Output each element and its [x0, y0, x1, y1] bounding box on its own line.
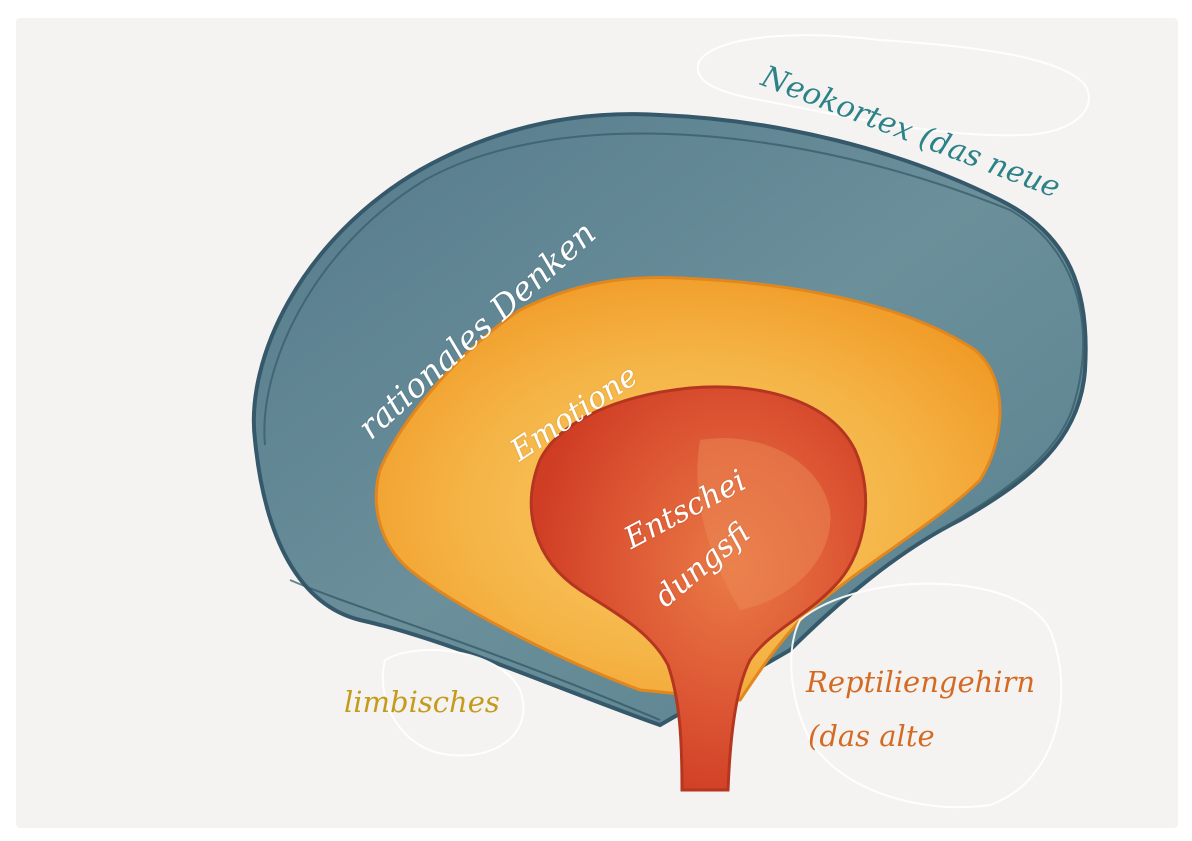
reptiliengehirn-label: Reptiliengehirn [806, 668, 1035, 697]
das-alte-label: (das alte [808, 722, 935, 751]
limbisches-label: limbisches [344, 688, 500, 717]
